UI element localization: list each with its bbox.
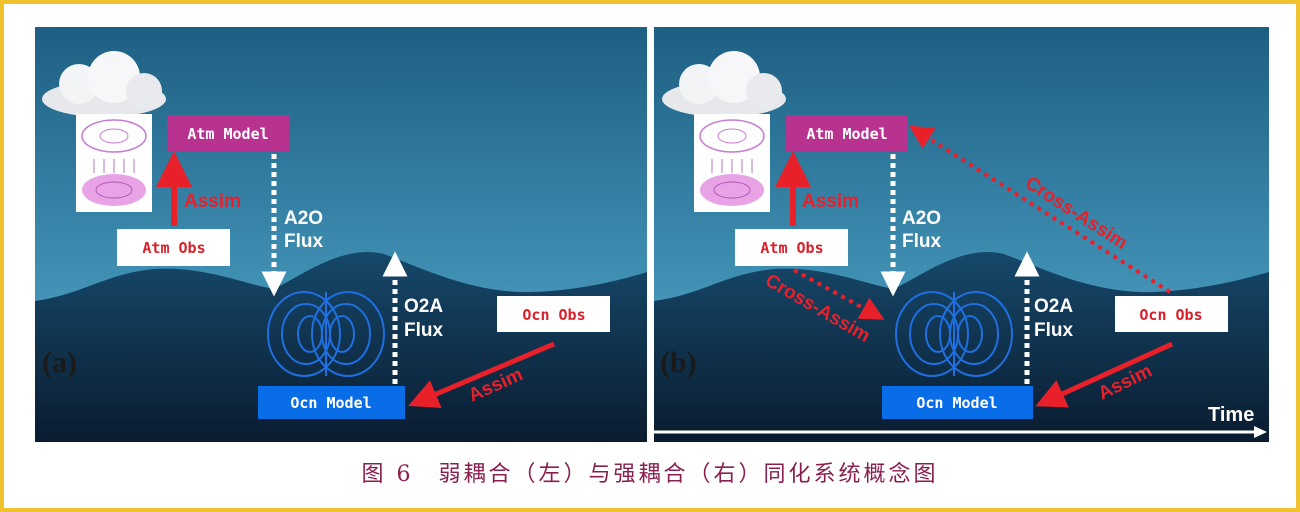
assim-atm-label: Assim bbox=[802, 191, 859, 212]
ocn-obs-box bbox=[1115, 296, 1228, 332]
assim-arrow-ocn bbox=[408, 341, 555, 408]
ocn-model-label: Ocn Model bbox=[916, 394, 997, 412]
atm-model-label: Atm Model bbox=[806, 125, 887, 143]
ocn-model-label: Ocn Model bbox=[290, 394, 371, 412]
assim-atm-label: Assim bbox=[184, 191, 241, 212]
ocn-obs-label: Ocn Obs bbox=[1139, 306, 1202, 324]
o2a-label: O2A bbox=[404, 296, 443, 317]
panel-label-b: (b) bbox=[660, 346, 697, 379]
o2a-flux-label: Flux bbox=[404, 320, 443, 341]
panel-a: Atm Model Assim Atm Obs A2O Flux O2A Flu… bbox=[35, 27, 647, 442]
a2o-flux-label: Flux bbox=[284, 231, 323, 252]
atm-obs-label: Atm Obs bbox=[760, 239, 823, 257]
atm-obs-box bbox=[735, 229, 848, 266]
atmosphere-circulation-image bbox=[693, 113, 771, 213]
atm-model-label: Atm Model bbox=[187, 125, 268, 143]
a2o-label: A2O bbox=[902, 208, 941, 229]
o2a-label: O2A bbox=[1034, 296, 1073, 317]
o2a-flux-label: Flux bbox=[1034, 320, 1073, 341]
ocn-obs-box bbox=[497, 296, 610, 332]
cross-assim-arrow-lower bbox=[793, 268, 885, 320]
figure-caption: 图 6 弱耦合（左）与强耦合（右）同化系统概念图 bbox=[361, 462, 939, 487]
ocn-model-box bbox=[258, 386, 405, 419]
diagram: Atm Model Assim Atm Obs A2O Flux O2A Flu… bbox=[35, 27, 1269, 442]
time-arrowhead-icon bbox=[1254, 426, 1267, 438]
a2o-flux-label: Flux bbox=[902, 231, 941, 252]
ocn-obs-label: Ocn Obs bbox=[522, 306, 585, 324]
assim-arrow-ocn bbox=[1035, 341, 1174, 408]
panel-label-a: (a) bbox=[42, 346, 77, 379]
ocn-model-box bbox=[882, 386, 1033, 419]
atmosphere-circulation-image bbox=[75, 113, 153, 213]
atm-obs-box bbox=[117, 229, 230, 266]
a2o-label: A2O bbox=[284, 208, 323, 229]
atm-model-box bbox=[167, 115, 289, 152]
atm-obs-label: Atm Obs bbox=[142, 239, 205, 257]
time-label: Time bbox=[1208, 404, 1254, 426]
atm-model-box bbox=[786, 115, 908, 152]
panel-b: Atm Model Assim Atm Obs A2O Flux O2A Flu… bbox=[654, 27, 1269, 442]
